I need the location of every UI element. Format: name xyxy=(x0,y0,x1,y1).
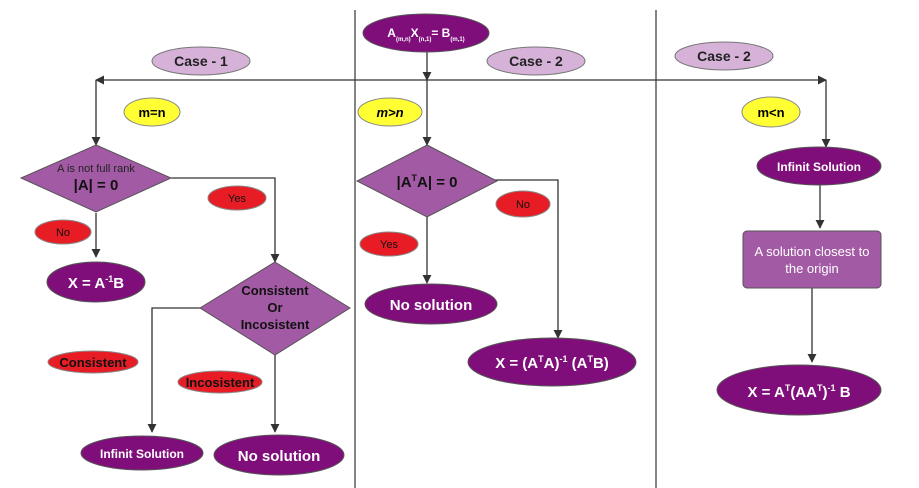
case2-yes-badge: Yes xyxy=(359,231,419,257)
svg-text:Consistent: Consistent xyxy=(59,355,127,370)
case3-label: Case - 2 xyxy=(674,41,774,71)
svg-text:No solution: No solution xyxy=(238,448,321,465)
case3-closest-solution-box: A solution closest to the origin xyxy=(742,230,882,289)
svg-text:Yes: Yes xyxy=(228,193,246,205)
case1-no-badge: No xyxy=(34,219,92,245)
svg-text:X = A-1B: X = A-1B xyxy=(68,274,124,292)
svg-text:Case - 1: Case - 1 xyxy=(174,53,228,69)
condition-m-lt-n: m<n xyxy=(741,96,801,128)
case1-infinite-solution: Infinit Solution xyxy=(80,435,204,471)
case1-label: Case - 1 xyxy=(151,46,251,76)
condition-m-gt-n: m>n xyxy=(357,97,423,127)
svg-text:Case - 2: Case - 2 xyxy=(697,48,751,64)
case1-result-inverse: X = A-1B xyxy=(46,261,146,303)
eq-x-sub: (n,1) xyxy=(419,37,432,43)
case2-no-badge: No xyxy=(495,190,551,218)
case2-no-solution: No solution xyxy=(364,283,498,325)
eq-x: X xyxy=(411,26,419,40)
svg-text:|ATA| = 0: |ATA| = 0 xyxy=(397,173,458,191)
svg-text:|A| = 0: |A| = 0 xyxy=(74,177,119,194)
case2-least-squares-result: X = (ATA)-1 (ATB) xyxy=(467,337,637,387)
svg-text:Or: Or xyxy=(267,300,282,315)
svg-text:Incosistent: Incosistent xyxy=(186,375,255,390)
case1-rank-diamond: A is not full rank |A| = 0 xyxy=(19,144,173,213)
case2-ata-diamond: |ATA| = 0 xyxy=(355,144,499,218)
case3-min-norm-result: X = AT(AAT)-1 B xyxy=(716,364,882,416)
eq-equals-b: = B xyxy=(431,26,450,40)
case1-consistent-badge: Consistent xyxy=(47,350,139,374)
arrow-diamond1-yes xyxy=(171,177,280,263)
svg-text:No: No xyxy=(56,227,70,239)
svg-text:X = AT(AAT)-1 B: X = AT(AAT)-1 B xyxy=(747,383,850,401)
case1-consistency-diamond: Consistent Or Incosistent xyxy=(199,261,351,356)
svg-text:Consistent: Consistent xyxy=(241,283,309,298)
svg-text:the origin: the origin xyxy=(785,261,838,276)
svg-text:A(m,n)X(n,1)= B(m,1): A(m,n)X(n,1)= B(m,1) xyxy=(387,26,464,43)
svg-text:Case - 2: Case - 2 xyxy=(509,53,563,69)
eq-a: A xyxy=(387,26,396,40)
svg-text:m=n: m=n xyxy=(138,105,165,120)
svg-text:Infinit Solution: Infinit Solution xyxy=(777,160,861,174)
arrow-ata-no xyxy=(492,179,563,339)
svg-text:Incosistent: Incosistent xyxy=(241,317,310,332)
svg-text:m<n: m<n xyxy=(757,105,784,120)
svg-text:Yes: Yes xyxy=(380,239,398,251)
svg-text:Infinit Solution: Infinit Solution xyxy=(100,447,184,461)
svg-text:A is not full rank: A is not full rank xyxy=(57,163,135,175)
case1-inconsistent-badge: Incosistent xyxy=(177,370,263,394)
svg-text:No: No xyxy=(516,199,530,211)
eq-b-sub: (m,1) xyxy=(450,37,464,43)
connectors xyxy=(91,44,831,433)
case1-yes-badge: Yes xyxy=(207,185,267,211)
svg-text:No solution: No solution xyxy=(390,297,473,314)
case3-infinite-solution: Infinit Solution xyxy=(756,146,882,186)
eq-a-sub: (m,n) xyxy=(396,37,411,43)
condition-m-eq-n: m=n xyxy=(123,97,181,127)
equation-node: A(m,n)X(n,1)= B(m,1) xyxy=(362,13,490,53)
svg-text:A solution closest to: A solution closest to xyxy=(755,244,870,259)
svg-text:m>n: m>n xyxy=(376,105,403,120)
arrow-diamond2-consistent xyxy=(147,307,204,433)
case2-label: Case - 2 xyxy=(486,46,586,76)
case1-no-solution: No solution xyxy=(213,434,345,476)
svg-text:X = (ATA)-1 (ATB): X = (ATA)-1 (ATB) xyxy=(495,354,609,372)
